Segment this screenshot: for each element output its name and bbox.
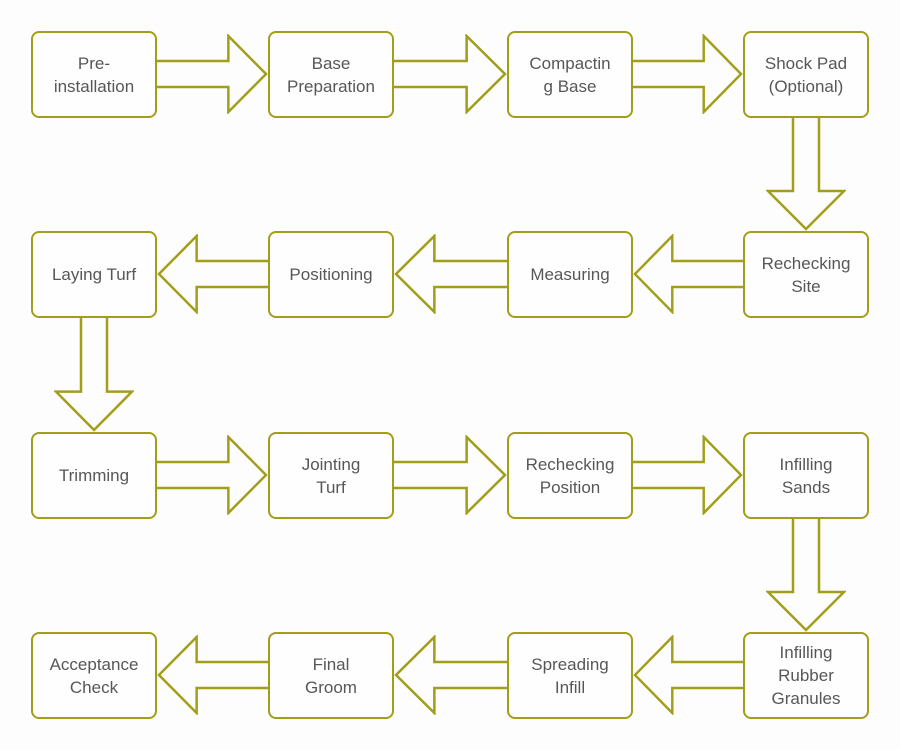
node-spreading-infill: Spreading Infill xyxy=(507,632,633,719)
node-spreading-infill-label: Spreading Infill xyxy=(531,654,609,697)
node-infilling-rubber-granules-label: Infilling Rubber Granules xyxy=(771,643,841,708)
node-acceptance-check-label: Acceptance Check xyxy=(49,654,139,697)
node-trimming: Trimming xyxy=(31,432,157,519)
arrow-left-positioning-to-laying-turf-icon xyxy=(157,234,268,314)
node-final-groom-label: Final Groom xyxy=(305,654,357,697)
arrow-right-trimming-to-jointing-turf-icon xyxy=(157,435,268,515)
node-jointing-turf-label: Jointing Turf xyxy=(301,454,361,497)
node-laying-turf-label: Laying Turf xyxy=(51,265,137,284)
arrow-down-infilling-sands-to-infilling-rubber-granules-icon xyxy=(766,519,846,632)
arrow-left-final-groom-to-acceptance-check-icon xyxy=(157,635,268,715)
node-pre-installation: Pre- installation xyxy=(31,31,157,118)
node-jointing-turf: Jointing Turf xyxy=(268,432,394,519)
arrow-left-infilling-rubber-granules-to-spreading-infill-icon xyxy=(633,635,743,715)
arrow-right-compacting-base-to-shock-pad-icon xyxy=(633,34,743,114)
arrow-down-laying-turf-to-trimming-icon xyxy=(54,318,134,432)
node-rechecking-site-label: Rechecking Site xyxy=(761,253,851,296)
arrow-left-measuring-to-positioning-icon xyxy=(394,234,507,314)
arrow-down-shock-pad-to-rechecking-site-icon xyxy=(766,118,846,231)
node-rechecking-position-label: Rechecking Position xyxy=(525,454,615,497)
arrow-right-pre-installation-to-base-preparation-icon xyxy=(157,34,268,114)
node-compacting-base-label: Compactin g Base xyxy=(529,53,611,96)
node-rechecking-site: Rechecking Site xyxy=(743,231,869,318)
node-pre-installation-label: Pre- installation xyxy=(53,53,135,96)
arrow-right-base-preparation-to-compacting-base-icon xyxy=(394,34,507,114)
node-measuring: Measuring xyxy=(507,231,633,318)
node-base-preparation: Base Preparation xyxy=(268,31,394,118)
node-positioning: Positioning xyxy=(268,231,394,318)
arrow-left-spreading-infill-to-final-groom-icon xyxy=(394,635,507,715)
node-final-groom: Final Groom xyxy=(268,632,394,719)
node-positioning-label: Positioning xyxy=(289,265,373,284)
node-rechecking-position: Rechecking Position xyxy=(507,432,633,519)
node-infilling-rubber-granules: Infilling Rubber Granules xyxy=(743,632,869,719)
node-acceptance-check: Acceptance Check xyxy=(31,632,157,719)
node-measuring-label: Measuring xyxy=(530,265,610,284)
arrow-left-rechecking-site-to-measuring-icon xyxy=(633,234,743,314)
node-infilling-sands-label: Infilling Sands xyxy=(779,454,833,497)
arrow-right-rechecking-position-to-infilling-sands-icon xyxy=(633,435,743,515)
node-shock-pad-label: Shock Pad (Optional) xyxy=(764,53,848,96)
node-trimming-label: Trimming xyxy=(58,466,130,485)
node-infilling-sands: Infilling Sands xyxy=(743,432,869,519)
node-compacting-base: Compactin g Base xyxy=(507,31,633,118)
arrow-right-jointing-turf-to-rechecking-position-icon xyxy=(394,435,507,515)
node-shock-pad: Shock Pad (Optional) xyxy=(743,31,869,118)
node-base-preparation-label: Base Preparation xyxy=(287,53,375,96)
node-laying-turf: Laying Turf xyxy=(31,231,157,318)
